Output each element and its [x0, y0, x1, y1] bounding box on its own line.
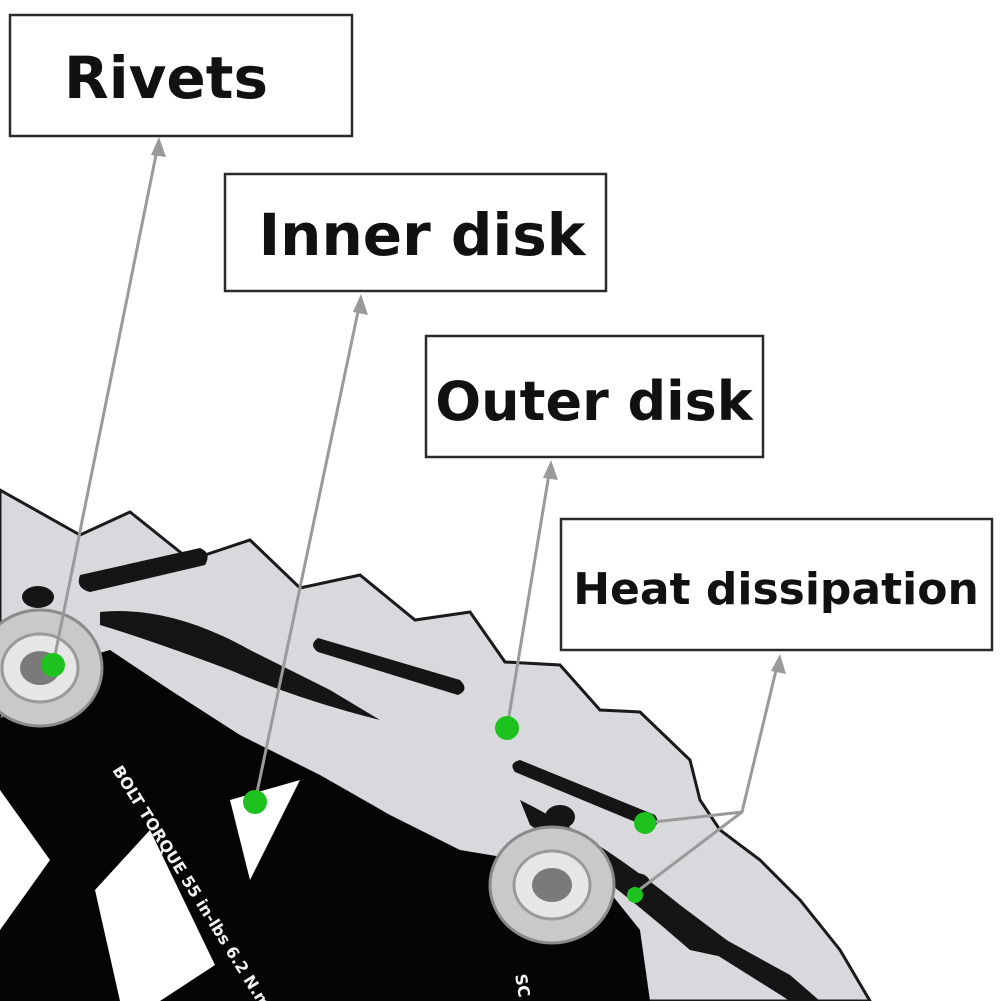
label-inner-disk-text: Inner disk [259, 201, 587, 269]
heat-dissipation-leader-branch [634, 810, 743, 895]
marker-dots [41, 653, 656, 903]
label-box [223, 172, 608, 293]
heat-dissipation-marker-dot [627, 887, 643, 903]
label-outer-disk-text: Outer disk [435, 370, 754, 433]
label-inner-disk: Inner disk [223, 172, 608, 293]
leader-lines [51, 137, 786, 895]
carrier-cutout [0, 790, 50, 930]
label-rivets-text: Rivets [64, 44, 268, 112]
rivets-leader [51, 144, 160, 666]
outer-disk-marker-dot [495, 716, 519, 740]
rivet [0, 608, 104, 728]
label-box [424, 334, 765, 459]
label-rivets: Rivets [8, 13, 354, 138]
label-box [8, 13, 354, 138]
heat-dissipation-arrowhead [771, 654, 786, 674]
outer-disk-arrowhead [543, 460, 558, 480]
label-heat-dissipation-text: Heat dissipation [573, 564, 979, 615]
rivets-arrowhead [151, 137, 166, 157]
label-outer-disk: Outer disk [424, 334, 765, 459]
edge-printed-text: SC [511, 972, 534, 998]
inner-disk-arrowhead [353, 294, 368, 315]
label-box [559, 517, 994, 652]
rivet [488, 825, 616, 945]
inner-disk-leader [253, 301, 362, 803]
rivets-marker-dot [41, 653, 65, 677]
carrier-cutout [95, 830, 215, 1001]
outer-disk-leader [505, 467, 552, 729]
rotor-illustration: BOLT TORQUE 55 in-lbs 6.2 N.m SC [0, 488, 872, 1001]
inner-disk-marker-dot [243, 790, 267, 814]
heat-dissipation-marker-dot [634, 812, 656, 834]
label-heat-dissipation: Heat dissipation [559, 517, 994, 652]
